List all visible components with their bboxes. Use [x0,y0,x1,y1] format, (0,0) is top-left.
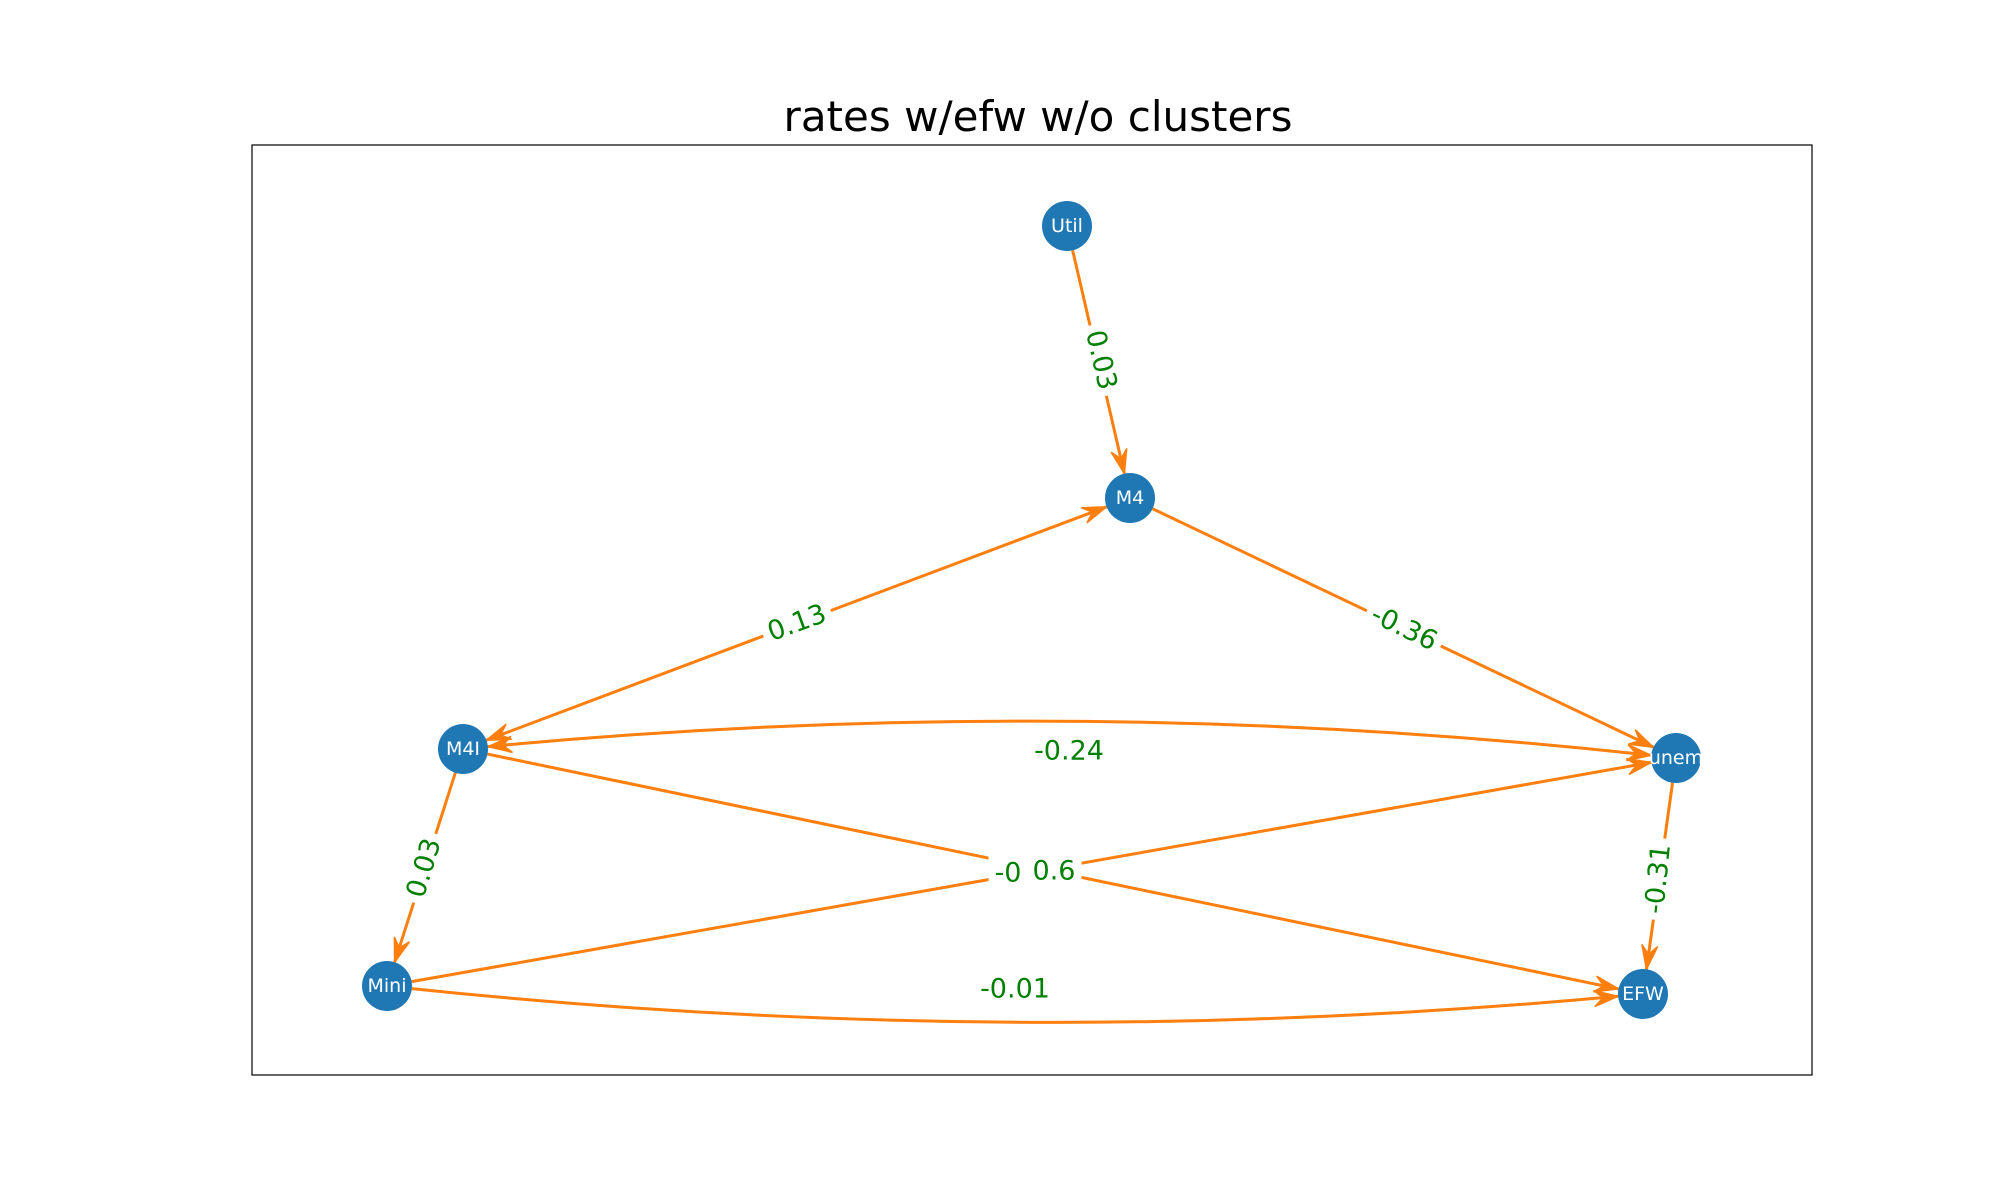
plot-frame [251,144,1813,1076]
node-circle [1105,473,1155,523]
edge-label-background [757,594,837,652]
edge-label-background [974,971,1056,1007]
edge-label-group: -0.36 [1359,594,1449,662]
edge-label-group: -0.31 [1636,836,1680,922]
edge-arrowhead [1593,975,1621,993]
node-unem: unem [1649,733,1703,783]
node-circle [362,961,412,1011]
edge-arrowhead [1628,729,1656,749]
edge-label-group: 0.13 [757,594,837,652]
node-circle [1651,733,1701,783]
edge-label: 0.6 [1033,856,1076,887]
node-label: EFW [1622,983,1664,1005]
node-m4: M4 [1105,473,1155,523]
edge-label: -0.01 [980,974,1050,1005]
edge-arrowhead [1081,505,1109,524]
edge-mini-efw [411,987,1621,1024]
edge-label-background [1359,594,1449,662]
node-label: unem [1649,747,1703,769]
edge-arrowhead [1641,943,1659,972]
node-m4i: M4I [438,724,488,774]
node-efw: EFW [1618,969,1668,1019]
edge-label-group: 0.03 [1075,320,1127,400]
node-label: M4I [446,738,480,760]
edge-line [411,987,1619,1024]
edge-label: 0.03 [1079,327,1123,393]
edge-label-background [1075,320,1127,400]
edge-label-group: -0.24 [1028,733,1110,769]
edge-label-background [1636,836,1680,922]
node-circle [1042,201,1092,251]
edge-label: -0 [995,858,1022,889]
node-circle [1618,969,1668,1019]
edge-label-group: 0.6 [1026,853,1082,889]
node-label: M4 [1116,487,1144,509]
edge-label-background [988,855,1028,891]
edge-arrowhead [485,735,513,754]
edge-label-group: -0.01 [974,971,1056,1007]
chart-title: rates w/efw w/o clusters [783,92,1293,141]
node-util: Util [1042,201,1092,251]
edge-label: -0.24 [1034,736,1104,767]
edge-arrowhead [393,936,411,965]
edge-label-group: 0.03 [396,828,452,908]
edge-arrowhead [1593,989,1621,1008]
edge-arrowhead [1625,757,1654,776]
edge-label-background [1026,853,1082,889]
edge-label: -0.31 [1639,843,1677,916]
edge-arrowhead [1625,744,1654,762]
node-label: Mini [368,975,407,997]
edge-line [487,719,1652,757]
edge-label-background [396,828,452,908]
node-circle [438,724,488,774]
edge-label: -0.36 [1366,599,1442,657]
edge-label-background [1028,733,1110,769]
edge-labels-layer: 0.03 0.13 -0.36 -0.24 0.03 -0 0.6 -0.31 -0.01 [396,320,1680,1007]
node-mini: Mini [362,961,412,1011]
node-label: Util [1051,215,1083,237]
edges-layer [393,250,1675,1024]
edge-arrowhead [1110,448,1128,476]
edge-unem-m4i [485,719,1654,762]
edge-label-group: -0 [988,855,1028,891]
